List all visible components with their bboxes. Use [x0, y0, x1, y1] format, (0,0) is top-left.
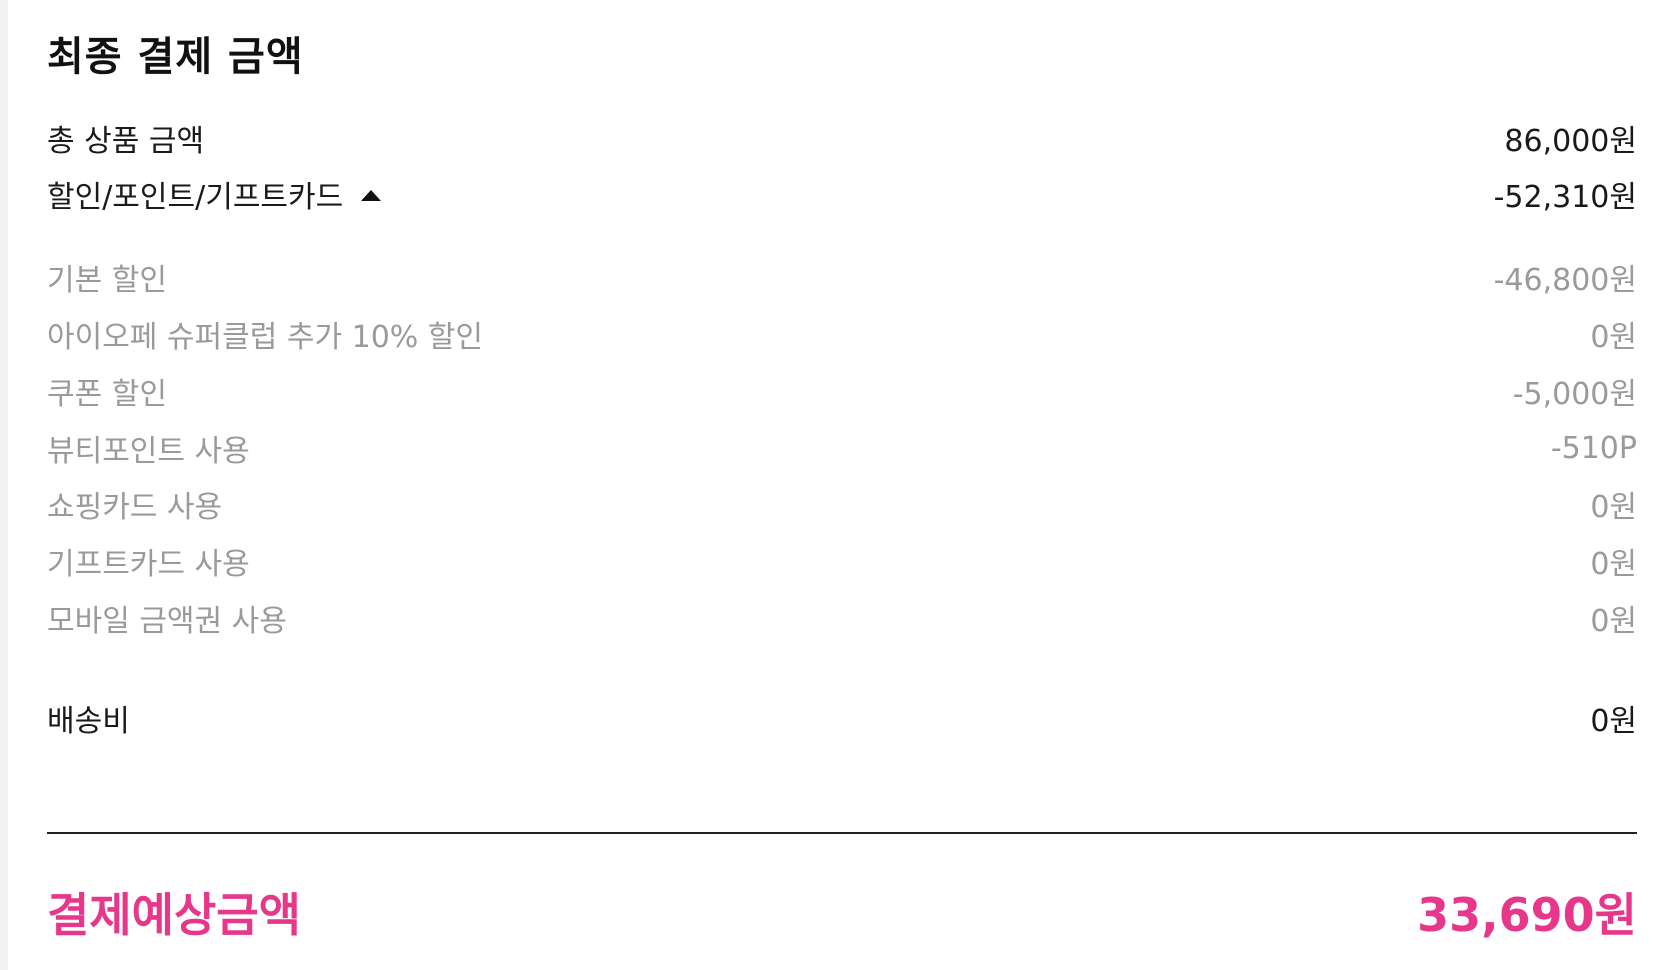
- discount-detail-row: 아이오페 슈퍼클럽 추가 10% 할인 0원: [47, 312, 1637, 356]
- discount-detail-value: 0원: [1590, 490, 1637, 525]
- subtotal-label: 총 상품 금액: [47, 124, 205, 159]
- discount-detail-value: -46,800원: [1493, 263, 1637, 298]
- shipping-row: 배송비 0원: [47, 696, 1637, 740]
- discount-detail-label: 쿠폰 할인: [47, 377, 167, 412]
- discount-detail-value: 0원: [1590, 604, 1637, 639]
- discount-detail-label: 쇼핑카드 사용: [47, 490, 223, 525]
- discount-detail-label: 뷰티포인트 사용: [47, 434, 250, 469]
- total-row: 결제예상금액 33,690원: [47, 880, 1637, 944]
- discount-detail-row: 기프트카드 사용 0원: [47, 539, 1637, 583]
- discount-detail-row: 쇼핑카드 사용 0원: [47, 482, 1637, 526]
- shipping-label: 배송비: [47, 704, 130, 739]
- discount-detail-row: 모바일 금액권 사용 0원: [47, 596, 1637, 640]
- discount-detail-label: 기본 할인: [47, 263, 167, 298]
- discount-label: 할인/포인트/기프트카드: [47, 180, 344, 215]
- discount-detail-row: 쿠폰 할인 -5,000원: [47, 369, 1637, 413]
- subtotal-row: 총 상품 금액 86,000원: [47, 116, 1637, 160]
- shipping-value: 0원: [1590, 704, 1637, 739]
- discount-detail-value: 0원: [1590, 320, 1637, 355]
- discount-toggle[interactable]: 할인/포인트/기프트카드: [47, 172, 382, 216]
- discount-detail-value: -510P: [1550, 430, 1637, 466]
- discount-detail-value: 0원: [1590, 547, 1637, 582]
- total-divider: [47, 832, 1637, 834]
- caret-up-icon: [361, 189, 382, 201]
- final-payment-panel: 최종 결제 금액 총 상품 금액 86,000원 할인/포인트/기프트카드 -5…: [47, 0, 1637, 970]
- discount-detail-row: 기본 할인 -46,800원: [47, 255, 1637, 299]
- left-edge-strip: [0, 0, 8, 970]
- total-label: 결제예상금액: [47, 888, 301, 942]
- discount-detail-label: 아이오페 슈퍼클럽 추가 10% 할인: [47, 320, 484, 355]
- subtotal-value: 86,000원: [1504, 124, 1637, 159]
- discount-value: -52,310원: [1493, 180, 1637, 215]
- discount-row: 할인/포인트/기프트카드 -52,310원: [47, 172, 1637, 216]
- discount-detail-label: 모바일 금액권 사용: [47, 604, 287, 639]
- discount-detail-label: 기프트카드 사용: [47, 547, 250, 582]
- panel-title: 최종 결제 금액: [47, 34, 304, 80]
- discount-detail-value: -5,000원: [1512, 377, 1637, 412]
- discount-detail-row: 뷰티포인트 사용 -510P: [47, 426, 1637, 470]
- total-value: 33,690원: [1417, 888, 1637, 942]
